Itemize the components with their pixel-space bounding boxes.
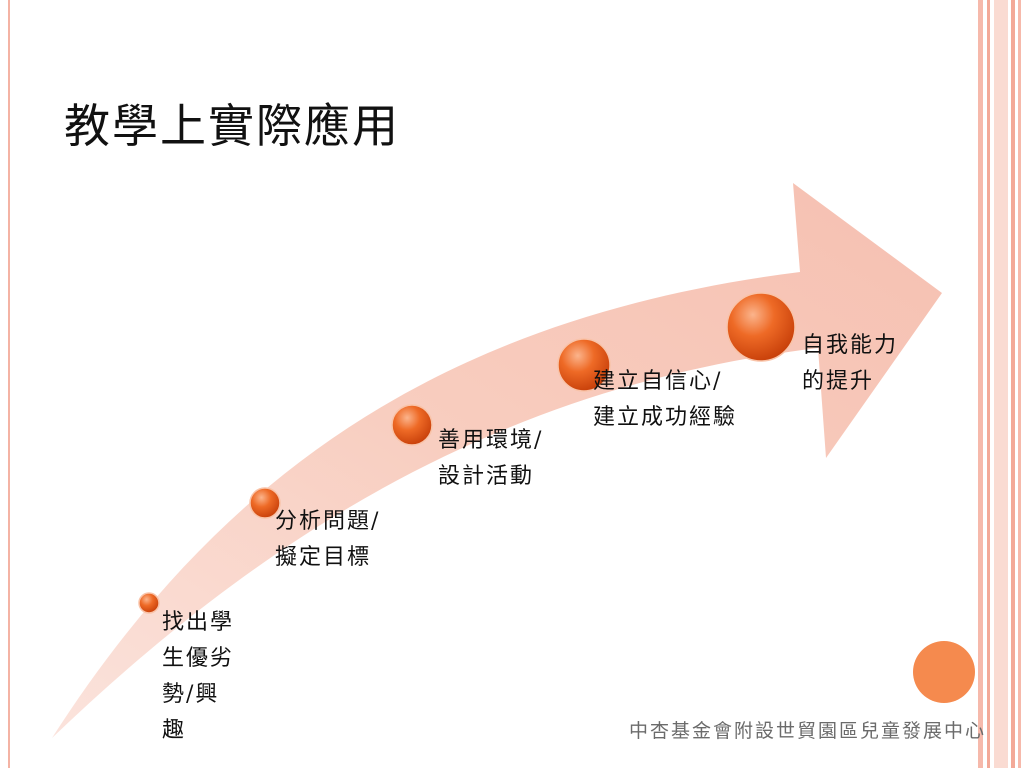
step-node-5: [726, 292, 796, 362]
step-label-2: 分析問題/擬定目標: [275, 504, 380, 576]
right-stripe-2: [987, 0, 990, 768]
accent-circle: [913, 641, 975, 703]
slide-title: 教學上實際應用: [64, 99, 400, 153]
right-stripe-1: [978, 0, 983, 768]
step-label-line: 找出學: [162, 610, 235, 635]
step-nodes: [138, 292, 796, 614]
step-label-line: 自我能力: [802, 333, 899, 358]
step-node-2: [249, 487, 281, 519]
step-label-line: 善用環境/: [438, 428, 544, 453]
curved-arrow-shape: [52, 183, 942, 738]
right-stripe-4: [1011, 0, 1015, 768]
step-label-line: 趣: [162, 718, 187, 743]
step-node-1: [138, 592, 160, 614]
left-border-line: [8, 0, 10, 768]
right-stripe-3: [994, 0, 1008, 768]
step-node-4: [557, 338, 611, 392]
step-label-line: 建立成功經驗: [593, 405, 738, 430]
step-label-line: 分析問題/: [275, 509, 381, 534]
step-label-line: 的提升: [802, 369, 875, 394]
right-stripe-5: [1018, 0, 1021, 768]
step-label-line: 擬定目標: [275, 545, 372, 570]
step-label-4: 建立自信心/建立成功經驗: [593, 364, 737, 436]
step-label-line: 設計活動: [438, 464, 535, 489]
step-label-5: 自我能力的提升: [802, 328, 898, 400]
step-label-1: 找出學生優劣勢/興趣: [162, 605, 234, 749]
step-label-line: 生優劣: [162, 646, 235, 671]
step-label-3: 善用環境/設計活動: [438, 423, 543, 495]
step-node-3: [391, 404, 433, 446]
footer-text: 中杏基金會附設世貿園區兒童發展中心: [628, 720, 986, 742]
step-label-line: 勢/興: [162, 682, 220, 707]
step-label-line: 建立自信心/: [593, 369, 723, 394]
